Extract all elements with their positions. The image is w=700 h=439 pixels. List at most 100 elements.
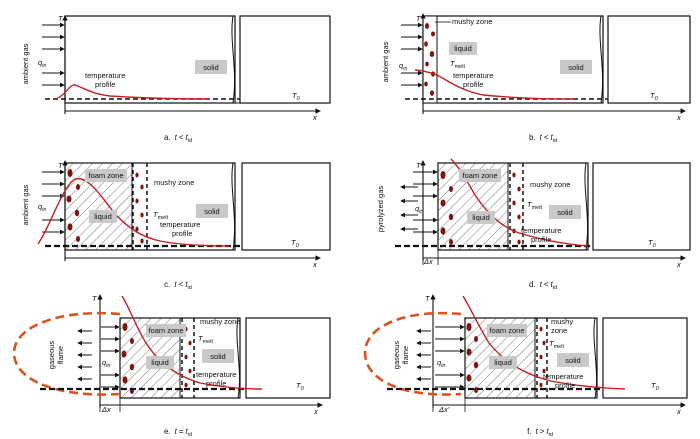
- axis-t-label: T: [416, 161, 422, 170]
- q-label: qin: [399, 61, 407, 72]
- incident-flux-arrows: [101, 324, 120, 390]
- tmelt-label: Tmelt: [198, 334, 213, 345]
- incident-flux-arrows: [401, 22, 423, 88]
- mushy-zone-strip: [422, 15, 438, 104]
- mushy-zone-label-2: zone: [551, 326, 567, 335]
- flame-label-2: flame: [56, 346, 65, 364]
- t0-label: T0: [648, 238, 657, 249]
- temperature-label-2: profile: [463, 80, 483, 89]
- mushy-zone-label: mushy zone: [530, 180, 570, 189]
- temperature-label-2: profile: [206, 379, 226, 388]
- bubbles: [66, 169, 144, 244]
- panel-caption: f.t>tid: [527, 427, 553, 438]
- solid-label: solid: [557, 208, 572, 217]
- temperature-label-2: profile: [95, 80, 115, 89]
- outgas-arrows: [77, 328, 92, 382]
- dx-label: Δx: [423, 257, 433, 266]
- q-label: qin: [38, 202, 46, 213]
- solid-label: solid: [204, 207, 219, 216]
- temperature-label-1: temperature: [521, 226, 561, 235]
- temperature-profile-curve: [414, 69, 574, 100]
- t0-label: T0: [292, 91, 301, 102]
- panel-caption: a.t<tid: [164, 133, 192, 144]
- liquid-label: liquid: [151, 358, 169, 367]
- temperature-profile-curve: [462, 295, 626, 390]
- temperature-label-1: temperature: [160, 220, 200, 229]
- flame-label-1: gaseous: [392, 341, 401, 370]
- tmelt-label: Tmelt: [450, 59, 465, 70]
- bubbles: [440, 171, 521, 245]
- incident-flux-arrows: [42, 22, 65, 88]
- axis-x-label: x: [676, 113, 681, 122]
- temperature-label-2: profile: [172, 229, 192, 238]
- dx-label: Δx': [438, 405, 450, 414]
- axis-t-label: T: [416, 14, 422, 23]
- panel-caption: c.t<tid: [164, 280, 192, 291]
- mushy-bubbles: [424, 23, 435, 96]
- panel-caption: b.t<tid: [529, 133, 557, 144]
- axis-t-label: T: [58, 161, 64, 170]
- q-label: qin: [437, 358, 445, 369]
- panel-c: foam zone mushy zone liquid Tmelt solid …: [21, 160, 331, 291]
- axis-x-label: x: [676, 407, 681, 416]
- dx-label: Δx: [101, 405, 111, 414]
- axis-x-label: x: [312, 113, 317, 122]
- liquid-label: liquid: [472, 213, 490, 222]
- incident-flux-arrows: [413, 169, 438, 235]
- panel-d: foam zone mushy zone liquid Tmelt solid …: [376, 158, 691, 291]
- specimen-box: [64, 15, 236, 104]
- q-label: qin: [415, 204, 423, 215]
- gaseous-flame-boundary: [363, 311, 462, 396]
- temperature-label-1: temperature: [196, 370, 236, 379]
- axis-x-label: x: [676, 260, 681, 269]
- tmelt-label: Tmelt: [153, 210, 168, 221]
- tmelt-label: Tmelt: [527, 200, 542, 211]
- panel-a: solid temperature profile ambient gas qi…: [21, 14, 331, 144]
- t0-label: T0: [291, 238, 300, 249]
- axis-t-label: T: [58, 14, 64, 23]
- panel-caption: d.t<tid: [529, 280, 557, 291]
- side-gas-label: ambient gas: [21, 43, 30, 84]
- flame-label-1: gaseous: [47, 341, 56, 370]
- q-label: qin: [38, 58, 46, 69]
- axis-x-label: x: [313, 407, 318, 416]
- temperature-label-1: temperature: [543, 372, 583, 381]
- incident-flux-arrows: [42, 169, 65, 235]
- panel-caption: e.t=tid: [164, 427, 192, 438]
- foam-zone-label: foam zone: [489, 326, 524, 335]
- t0-label: T0: [651, 381, 660, 392]
- axis-x-label: x: [312, 260, 317, 269]
- q-label: qin: [102, 358, 110, 369]
- gaseous-flame-boundary: [12, 311, 121, 396]
- liquid-label: liquid: [94, 212, 112, 221]
- bubbles: [466, 323, 546, 393]
- outgas-arrows: [400, 184, 418, 232]
- foam-zone-label: foam zone: [148, 326, 183, 335]
- temperature-profile-curve: [57, 84, 211, 100]
- liquid-label: liquid: [454, 44, 472, 53]
- temperature-label-1: temperature: [453, 71, 493, 80]
- incident-flux-arrows: [435, 324, 465, 390]
- panel-b: mushy zone liquid Tmelt solid temperatur…: [381, 13, 691, 144]
- solid-label: solid: [210, 352, 225, 361]
- tmelt-label: Tmelt: [549, 339, 564, 350]
- mushy-zone-label: mushy zone: [154, 178, 194, 187]
- panel-f: foam zone mushy zone liquid Tmelt solid …: [363, 294, 688, 438]
- foam-zone-label: foam zone: [88, 171, 123, 180]
- solid-label: solid: [568, 63, 583, 72]
- mushy-zone-label-1: mushy: [551, 317, 573, 326]
- solid-label: solid: [203, 63, 218, 72]
- mushy-zone-label: mushy zone: [452, 17, 492, 26]
- temperature-label-2: profile: [555, 381, 575, 390]
- flame-label-2: flame: [401, 346, 410, 364]
- temperature-label-1: temperature: [85, 71, 125, 80]
- solid-label: solid: [565, 356, 580, 365]
- side-gas-label: ambient gas: [381, 41, 390, 82]
- t0-label: T0: [296, 381, 305, 392]
- mushy-zone-label: mushy zone: [200, 317, 240, 326]
- outgas-arrows: [416, 328, 431, 382]
- side-gas-label: pyrolyzed gas: [376, 186, 385, 233]
- panel-e: foam zone mushy zone liquid Tmelt solid …: [12, 294, 331, 438]
- temperature-profile-curve: [37, 178, 231, 247]
